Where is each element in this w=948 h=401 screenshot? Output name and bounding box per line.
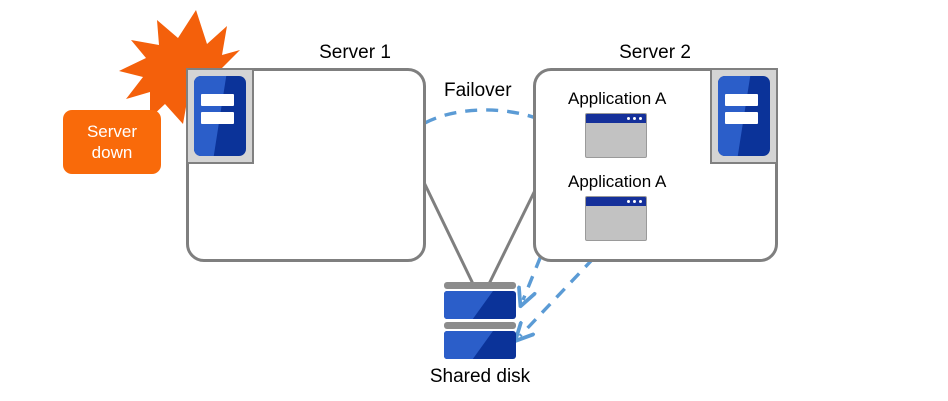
server-2-title: Server 2: [619, 42, 691, 63]
disk-top-bar-2: [444, 322, 516, 329]
disk-block-2: [444, 331, 516, 359]
disk-block-1: [444, 291, 516, 319]
shared-disk-label: Shared disk: [429, 366, 531, 387]
solid-connector-line-icon: [416, 169, 547, 289]
app-dot: [633, 200, 636, 203]
dashed-curve-arrow-icon: [406, 108, 548, 137]
server-1-unit-icon: [186, 68, 254, 164]
server-1-title: Server 1: [319, 42, 391, 63]
server-down-badge: Server down: [63, 110, 161, 174]
server-2-unit-icon: [710, 68, 778, 164]
failover-label: Failover: [444, 80, 512, 101]
server-down-line-1: Server: [86, 122, 138, 141]
app-dot: [633, 117, 636, 120]
app-dot: [627, 117, 630, 120]
app-dot: [627, 200, 630, 203]
app-dot: [639, 200, 642, 203]
application-2-label: Application A: [568, 172, 667, 191]
server-down-line-2: down: [91, 143, 133, 162]
shared-disk-icon: [444, 282, 516, 360]
application-1-window-icon: [585, 113, 647, 158]
application-1-label: Application A: [568, 89, 667, 108]
app-dot: [639, 117, 642, 120]
application-2-window-icon: [585, 196, 647, 241]
disk-top-bar-1: [444, 282, 516, 289]
